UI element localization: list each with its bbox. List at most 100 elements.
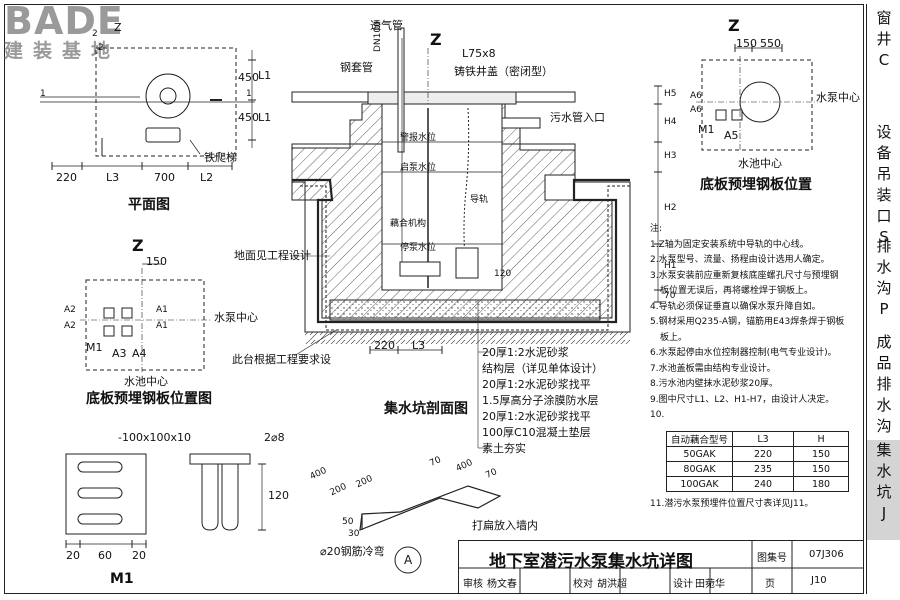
plate-right-a5: A5 <box>724 129 739 142</box>
side-index-char: 坑 <box>876 483 892 501</box>
plate-left-z-label: Z <box>132 236 144 255</box>
logo-wordmark: BADE <box>4 0 124 43</box>
note-item: 板位置无误后，再将螺栓焊于钢板上。 <box>660 286 814 296</box>
plate-left-bolt <box>121 307 133 319</box>
plate-left-dim: A1 <box>156 321 168 331</box>
check-label: 校对 <box>573 579 593 590</box>
notes-block: 注: 1.Z轴为固定安装系统中导轨的中心线。 2.水泵型号、流量、扬程由设计选用… <box>650 222 860 424</box>
m1-dim: 20 <box>132 549 146 562</box>
plate-left-title: 底板预埋钢板位置图 <box>86 391 212 407</box>
plate-right-dim: 550 <box>760 37 781 50</box>
plate-left-dim: A2 <box>64 305 76 315</box>
section-vent-label: 透气管 <box>370 19 403 32</box>
plate-right-outline <box>701 59 813 151</box>
plate-right-bolt <box>715 109 727 121</box>
bent-bar-view <box>359 485 502 574</box>
side-index-char: 沟 <box>876 279 892 297</box>
bar-side-dim: 30 <box>348 529 360 539</box>
side-index-char: 装 <box>876 186 892 204</box>
section-alarm-level: 警报水位 <box>400 133 437 143</box>
plate-left-dim: A2 <box>64 321 76 331</box>
pump-table-cell: 240 <box>732 476 795 492</box>
page-number: J10 <box>811 575 827 586</box>
side-index-char: 水 <box>876 258 892 276</box>
bar-side-dim: 50 <box>342 517 354 527</box>
section-layer: 100厚C10混凝土垫层 <box>482 426 591 439</box>
plan-section-mark: 1 <box>40 89 46 99</box>
side-index-char: S <box>879 228 889 246</box>
section-sleeve-label: 钢套管 <box>340 61 373 74</box>
m1-title: M1 <box>110 571 134 587</box>
note-item: 9.图中尺寸L1、L2、H1-H7，由设计人决定。 <box>650 394 835 405</box>
title-block-grid <box>458 540 864 594</box>
detail-mark-label: A <box>404 553 413 567</box>
section-dim-h4: H4 <box>664 117 677 127</box>
plan-z-label: Z <box>114 21 122 34</box>
side-index-char: 沟 <box>876 417 892 435</box>
page-label: 页 <box>765 579 775 590</box>
section-stop-level: 停泵水位 <box>400 243 437 253</box>
section-dim-l3: L3 <box>412 339 426 352</box>
side-index-char: 水 <box>876 396 892 414</box>
plan-title: 平面图 <box>128 197 170 213</box>
note-item: 1.Z轴为固定安装系统中导轨的中心线。 <box>650 239 809 250</box>
section-cover-label: 铸铁井盖（密闭型） <box>454 65 553 78</box>
plan-ladder-label: 铁爬梯 <box>204 151 237 164</box>
plan-view <box>40 47 256 170</box>
section-pump <box>455 247 479 279</box>
note-item: 板上。 <box>660 332 688 343</box>
plate-right-left-dim: A6 <box>690 91 702 101</box>
section-coupling-label: 藕合机构 <box>390 219 427 229</box>
note-item: 5.钢材采用Q235-A钢，锚筋用E43焊条焊于钢板 <box>650 317 845 327</box>
section-guide-rail: 导轨 <box>470 195 489 205</box>
section-start-level: 启泵水位 <box>400 163 437 173</box>
section-layer: 素土夯实 <box>482 442 526 455</box>
detail-mark-circle <box>394 546 422 574</box>
section-dim-h5: H5 <box>664 89 677 99</box>
plan-dim: 220 <box>56 171 77 184</box>
plan-ladder <box>145 127 181 143</box>
section-layer: 20厚1:2水泥砂浆找平 <box>482 378 591 391</box>
plan-dim-right: 450 <box>238 111 259 124</box>
atlas-label: 图集号 <box>757 553 787 564</box>
section-coupling <box>399 261 441 277</box>
plan-dim-right: 450 <box>238 71 259 84</box>
section-view <box>290 27 662 449</box>
pump-table-cell: 150 <box>793 461 850 477</box>
logo-chinese: 建装基地 <box>4 40 121 62</box>
plan-dim-right: L1 <box>258 69 272 82</box>
section-z-label: Z <box>430 30 442 49</box>
section-dim-h2: H2 <box>664 203 677 213</box>
plan-cover-circle <box>145 73 191 119</box>
reviewer-name: 杨文春 <box>487 579 517 590</box>
note-item: 8.污水池内壁抹水泥砂浆20厚。 <box>650 379 779 389</box>
section-inlet-label: 污水管入口 <box>550 111 605 124</box>
plan-dim: L2 <box>200 171 214 184</box>
section-dim-220: 220 <box>374 339 395 352</box>
note-item: 3.水泵安装前应重新复核底座螺孔尺寸与预埋钢 <box>650 270 839 281</box>
plate-left-bolt <box>103 325 115 337</box>
plate-left-bolt <box>121 325 133 337</box>
plate-left-m1: M1 <box>86 341 103 354</box>
pump-table-cell: 180 <box>793 476 850 492</box>
note-item: 10. <box>650 410 665 420</box>
m1-dim: 20 <box>66 549 80 562</box>
logo: BADE 建装基地 <box>4 2 124 62</box>
pump-table-row: 100GAK 240 180 <box>665 476 850 492</box>
section-vent-pipe <box>397 27 405 153</box>
side-index-char: P <box>879 300 889 318</box>
plate-right-dim: 150 <box>736 37 757 50</box>
plate-right-left-dim: A6 <box>690 105 702 115</box>
side-index-char: J <box>881 504 887 522</box>
side-index-char: C <box>878 51 890 69</box>
pump-table-cell: 235 <box>732 461 795 477</box>
pump-table: 自动藕合型号 L3 H 50GAK 220 150 80GAK 235 150 … <box>665 431 850 492</box>
section-cover-frame <box>367 91 517 105</box>
